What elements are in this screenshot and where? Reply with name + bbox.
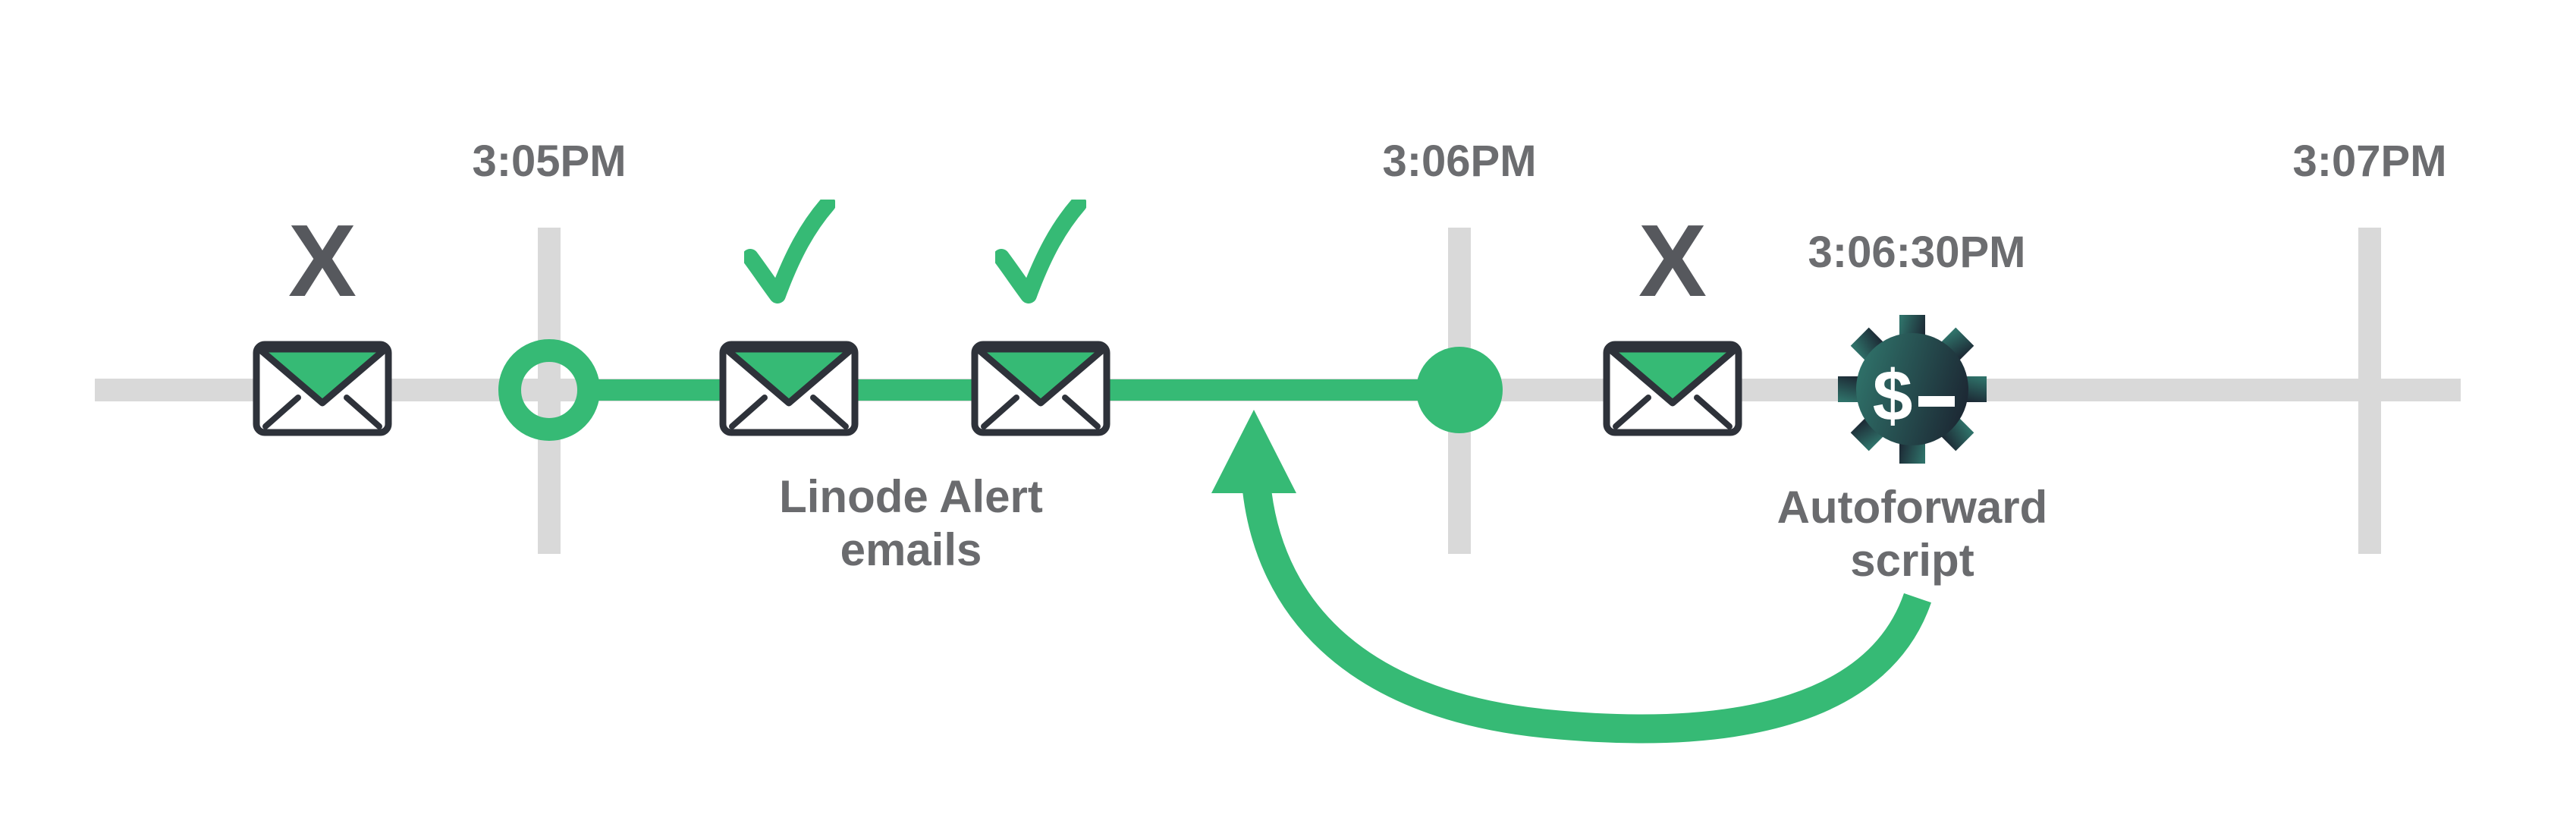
time-label-3-06-30pm: 3:06:30PM xyxy=(1808,228,2026,277)
linode-alert-emails-line1: Linode Alert xyxy=(779,471,1043,522)
checkmark-icon-2 xyxy=(995,200,1086,303)
checkmark-icon-1 xyxy=(744,200,835,303)
envelope-icon-delivered-2 xyxy=(971,341,1111,436)
time-label-3-05pm: 3:05PM xyxy=(472,137,627,186)
gear-script-icon: $ xyxy=(1838,315,1987,464)
autoforward-script-line1: Autoforward xyxy=(1776,482,2048,533)
envelope-icon-delivered-1 xyxy=(719,341,859,436)
tick-3-07pm xyxy=(2358,228,2381,554)
timeline-end-dot-marker xyxy=(1416,347,1503,433)
autoforward-script-line2: script xyxy=(1850,535,1974,586)
missed-x-icon-2: X xyxy=(1638,203,1707,318)
autoforward-script-label: Autoforward script xyxy=(1723,481,2102,587)
time-label-3-06pm: 3:06PM xyxy=(1382,137,1537,186)
time-label-3-07pm: 3:07PM xyxy=(2292,137,2447,186)
envelope-icon-missed-2 xyxy=(1603,341,1742,436)
linode-alert-emails-line2: emails xyxy=(840,524,982,575)
envelope-icon-missed-1 xyxy=(253,341,392,436)
linode-alert-emails-label: Linode Alert emails xyxy=(721,470,1101,577)
dollar-glyph: $ xyxy=(1873,356,1913,436)
prompt-underscore xyxy=(1918,396,1955,407)
timeline-start-ring-marker xyxy=(498,339,600,441)
missed-x-icon-1: X xyxy=(287,203,357,318)
